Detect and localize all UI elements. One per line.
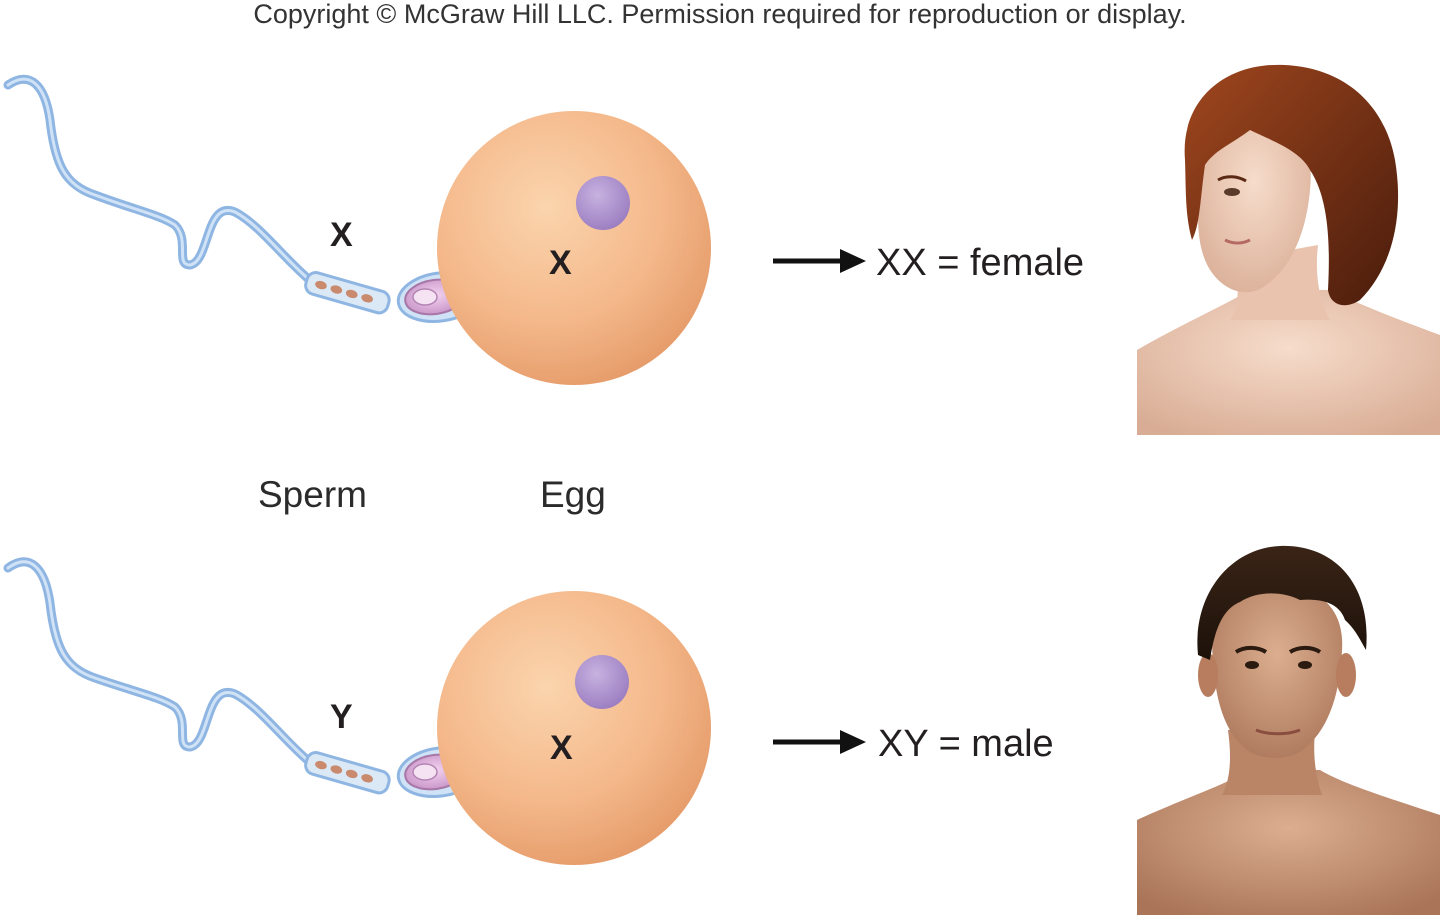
result-female-label: XX = female <box>876 242 1085 284</box>
male-portrait <box>1137 545 1440 915</box>
egg-1-illustration <box>437 111 711 385</box>
sperm-x-illustration <box>3 74 484 323</box>
arrow-1-icon <box>773 249 866 273</box>
result-male-label: XY = male <box>878 723 1054 765</box>
copyright-notice: Copyright © McGraw Hill LLC. Permission … <box>253 0 1187 29</box>
sperm-2-chromosome-label: Y <box>330 698 353 736</box>
egg-1-nucleus <box>576 176 630 230</box>
sperm-1-chromosome-label: X <box>330 216 353 254</box>
female-portrait <box>1137 64 1440 435</box>
egg-2-chromosome-label: X <box>550 729 573 767</box>
sperm-caption: Sperm <box>258 474 367 515</box>
egg-2-nucleus <box>575 655 629 709</box>
sperm-y-illustration <box>3 557 484 798</box>
egg-1-chromosome-label: X <box>549 244 572 282</box>
egg-caption: Egg <box>540 474 606 515</box>
egg-2-illustration <box>437 591 711 865</box>
arrow-2-icon <box>773 730 866 754</box>
